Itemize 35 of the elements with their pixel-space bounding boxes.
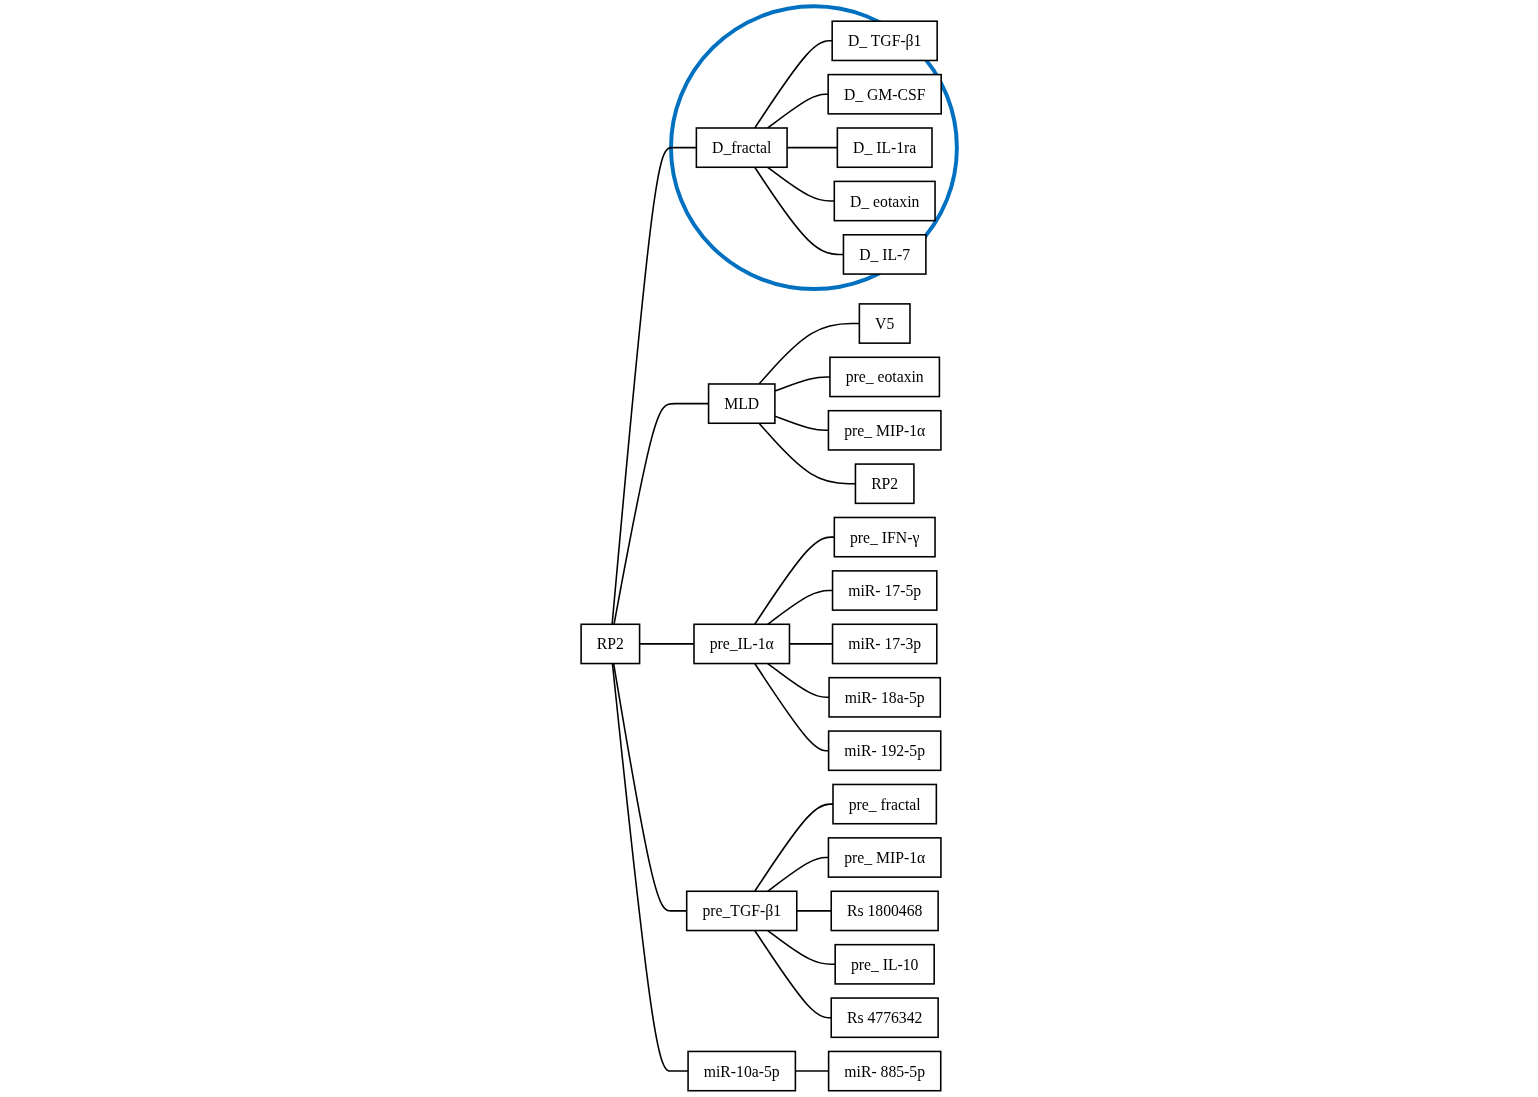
node-box: D_ TGF-β1 [831, 20, 938, 62]
node-box: pre_ eotaxin [829, 356, 941, 398]
node-box: miR- 192-5p [827, 730, 942, 772]
connector [753, 929, 832, 1019]
node-box: miR-10a-5p [687, 1050, 797, 1092]
node-box: MLD [707, 383, 776, 425]
node-box: miR- 885-5p [827, 1050, 942, 1092]
connector [766, 929, 836, 966]
node-box: RP2 [580, 623, 641, 665]
node-box: D_ eotaxin [833, 180, 936, 222]
node-box: D_ IL-7 [842, 234, 927, 275]
node-box: pre_ fractal [832, 783, 938, 825]
node-box: pre_IL-1α [693, 623, 791, 665]
node-box: Rs 1800468 [830, 890, 939, 932]
connector [753, 40, 833, 129]
node-box: D_ GM-CSF [827, 73, 942, 115]
node-box: miR- 17-5p [831, 570, 938, 611]
node-box: miR- 17-3p [831, 623, 938, 665]
node-box: miR- 18a-5p [828, 676, 942, 718]
node-box: V5 [858, 303, 911, 344]
node-box: pre_ MIP-1α [827, 837, 942, 878]
connector [753, 662, 830, 752]
cluster [669, 4, 959, 291]
node-box: D_ IL-1ra [836, 127, 933, 169]
node-box: D_fractal [695, 127, 788, 169]
node-box: pre_ IFN-γ [833, 516, 936, 558]
node-box: pre_TGF-β1 [685, 890, 798, 932]
node-box: Rs 4776342 [830, 997, 939, 1039]
connector [611, 662, 689, 1072]
node-box: pre_ IL-10 [834, 943, 935, 985]
connector [766, 93, 829, 129]
node-box: RP2 [854, 463, 915, 505]
connector [753, 803, 834, 893]
node-box: pre_ MIP-1α [827, 409, 942, 451]
connector [766, 662, 830, 699]
